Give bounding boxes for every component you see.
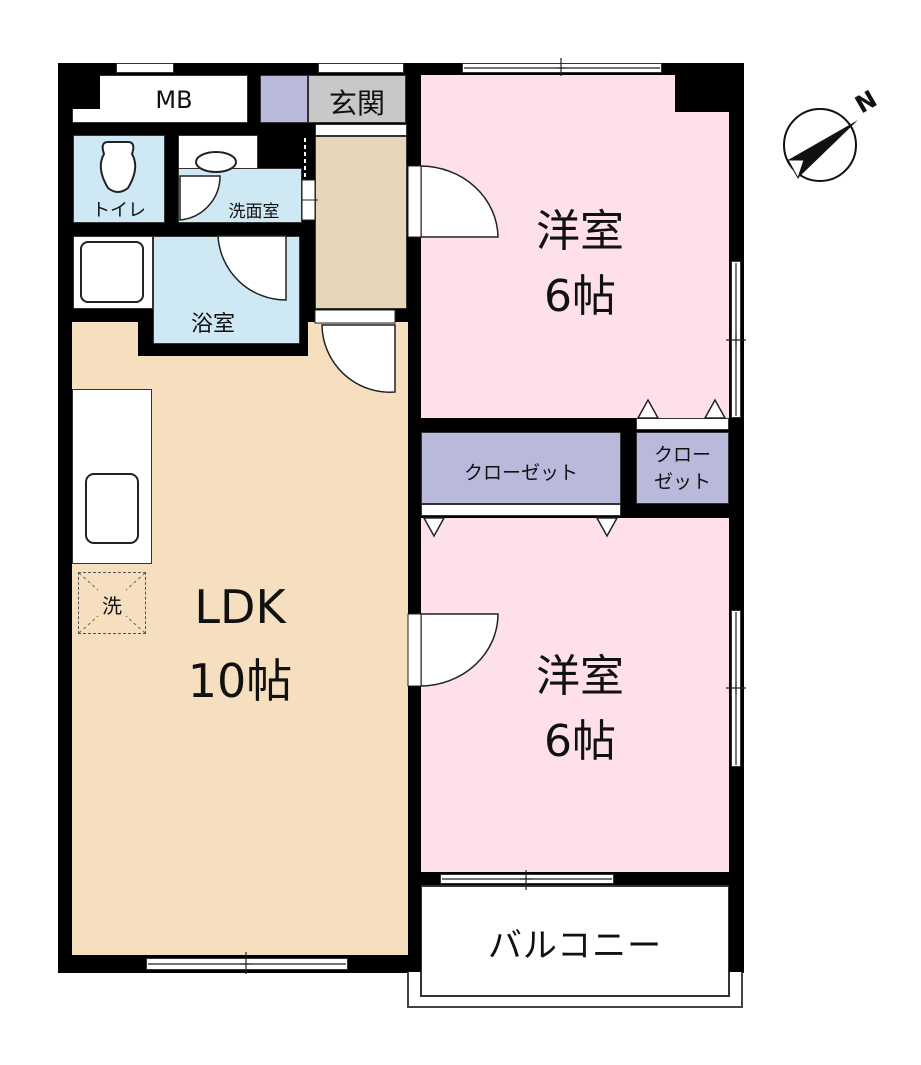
meter-box-label: MB (155, 86, 193, 114)
bathroom-label-2: 浴室 (190, 312, 235, 337)
pillar-ne (675, 75, 729, 112)
toilet-label: トイレ (92, 200, 146, 221)
washroom-door (179, 175, 221, 221)
kitchen-sink (85, 473, 139, 544)
closet-small-line2: ゼット (653, 471, 711, 493)
balcony-label: バルコニー (487, 926, 663, 966)
genkan (308, 75, 406, 123)
meter-box-notch (72, 75, 100, 109)
washroom-label: 洗面室 (228, 202, 280, 222)
entrance-door[interactable] (318, 63, 404, 73)
compass: N (776, 85, 882, 190)
washbasin-counter (178, 135, 258, 169)
window-top-mb (116, 63, 174, 73)
closet-small-door[interactable] (636, 418, 729, 430)
ldk-name: LDK (194, 580, 286, 634)
closet-large-door[interactable] (421, 504, 621, 516)
ldk-door (321, 324, 396, 393)
western-room-2-name: 洋室 (536, 651, 624, 702)
washbasin-icon (195, 151, 237, 173)
ldk-size: 10帖 (187, 654, 293, 708)
washer-space (78, 572, 146, 634)
closet-large (421, 432, 621, 504)
north-arrow-icon (783, 108, 858, 182)
toilet-icon (99, 141, 137, 193)
western-room-2 (421, 518, 729, 872)
balcony-wall-left (407, 872, 421, 972)
hallway (315, 136, 407, 309)
closet-large-label: クローゼット (463, 462, 578, 484)
western-room-1 (421, 75, 729, 418)
western-room-2-size: 6帖 (544, 716, 616, 767)
genkan-step (315, 124, 407, 136)
washer-space-label: 洗 (102, 594, 122, 618)
western-room-1-size: 6帖 (544, 271, 616, 322)
closet-small (636, 432, 729, 504)
balcony-wall-right (729, 872, 744, 972)
closet-small-line1: クロー (653, 444, 711, 466)
western-room-1-name: 洋室 (536, 206, 624, 257)
bathtub (80, 241, 144, 303)
room2-door (420, 613, 499, 687)
genkan-label: 玄関 (328, 87, 385, 120)
balcony (420, 885, 730, 997)
bathroom-door (217, 235, 287, 301)
entrance-storage (260, 75, 308, 123)
room1-door (420, 165, 499, 238)
